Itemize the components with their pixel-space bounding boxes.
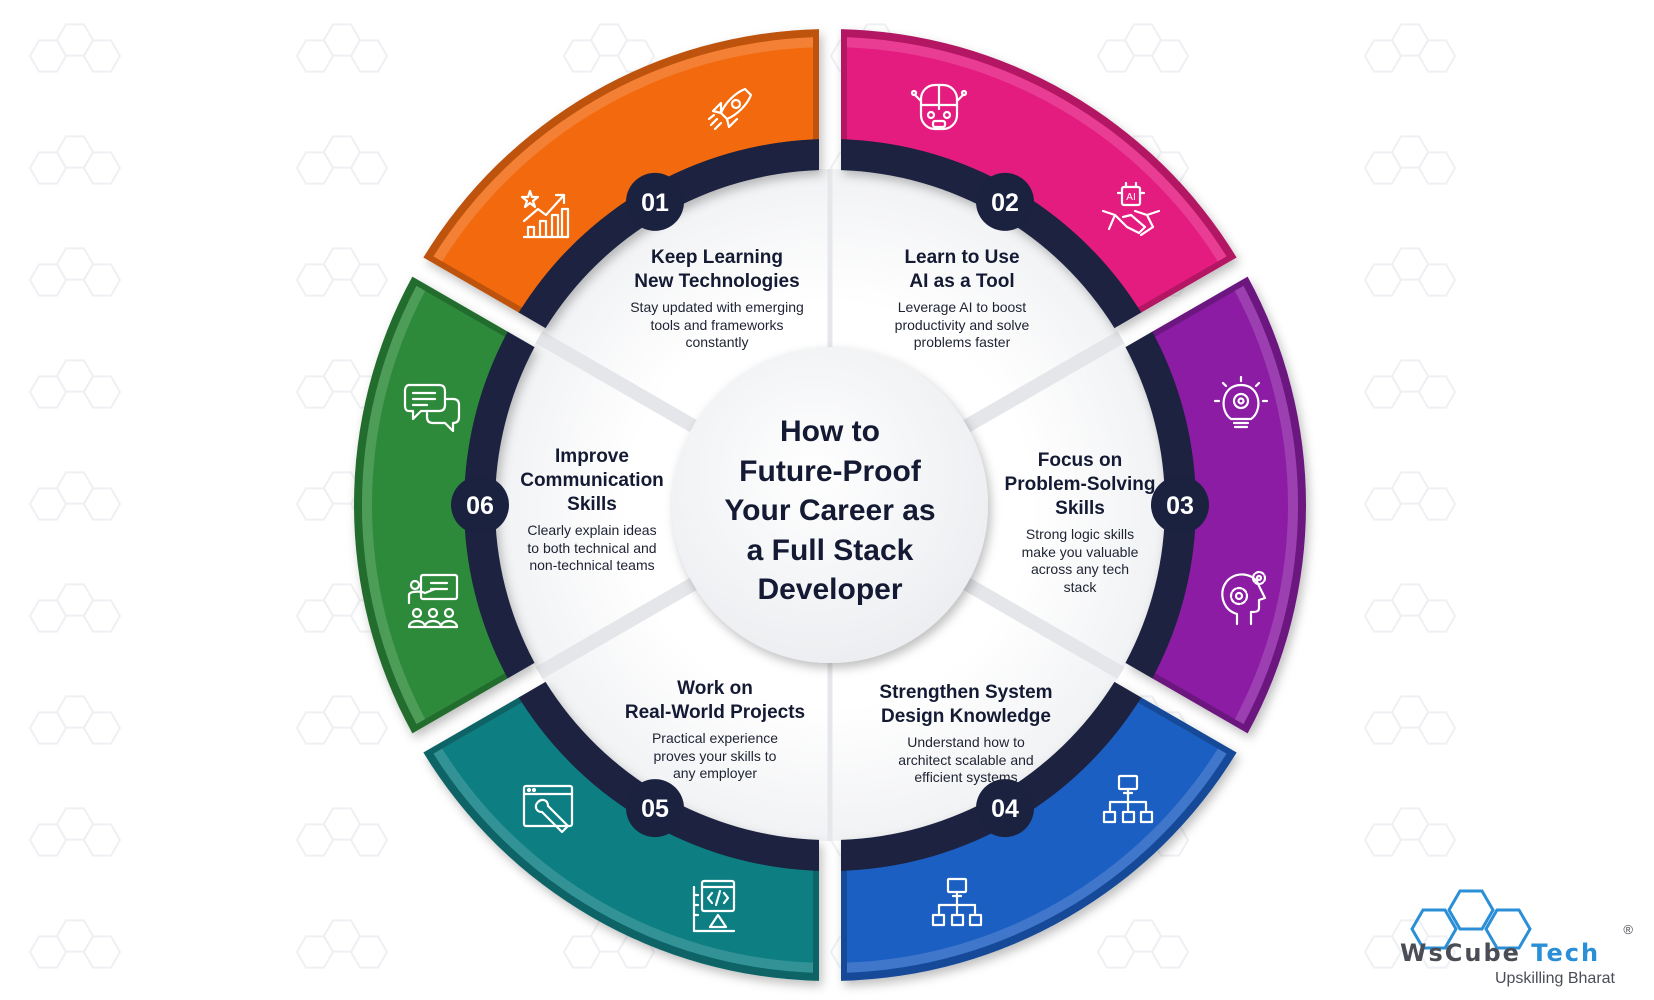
badge-number: 05	[641, 795, 669, 823]
divider-spoke	[956, 573, 1125, 680]
divider-spoke	[535, 573, 704, 680]
logo-brand: WsCube Tech	[1400, 939, 1601, 967]
divider-spoke	[535, 330, 704, 437]
color-band-face	[433, 702, 813, 973]
presentation-icon	[407, 573, 459, 629]
step-badge: 02	[976, 172, 1034, 231]
step-badge: 05	[626, 779, 684, 838]
code-window-icon	[692, 879, 736, 933]
badge-circle	[976, 172, 1034, 231]
badge-number: 06	[466, 492, 494, 520]
dark-ring-segment	[1125, 331, 1197, 679]
step-badge: 03	[1151, 476, 1209, 534]
step-badge: 01	[626, 172, 684, 231]
center-title-line: How to	[780, 415, 880, 448]
network-hierarchy-icon	[931, 877, 983, 927]
center-title-line: a Full Stack	[746, 533, 914, 567]
center-title-line: Developer	[757, 573, 903, 606]
ai-handshake-icon: AI	[1101, 181, 1161, 237]
head-gears-icon	[1221, 570, 1267, 626]
lightbulb-gear-icon	[1213, 375, 1269, 429]
badge-circle	[1151, 476, 1209, 534]
badge-circle	[626, 172, 684, 231]
robot-brain-icon	[910, 83, 968, 131]
ai-chip-label: AI	[1126, 192, 1135, 203]
segment-03	[1125, 276, 1307, 734]
logo-tagline: Upskilling Bharat	[1494, 970, 1615, 987]
dark-ring-segment	[463, 331, 535, 679]
segment-06	[353, 276, 535, 734]
step-badge: 04	[976, 779, 1034, 838]
logo-hexagons-icon	[1410, 889, 1532, 950]
badge-circle	[451, 476, 509, 534]
step-badge: 06	[451, 476, 509, 534]
badge-circle	[626, 779, 684, 838]
badge-number: 03	[1166, 492, 1194, 520]
badge-circle	[976, 779, 1034, 838]
rocket-icon	[707, 87, 753, 131]
step-badges: 01 02 03 04 05 06	[451, 172, 1209, 838]
badge-number: 02	[991, 189, 1019, 217]
wrench-window-icon	[522, 784, 574, 834]
color-band-highlight	[1234, 285, 1298, 725]
divider-spoke	[956, 330, 1125, 437]
chat-bubbles-icon	[403, 383, 461, 433]
registered-mark: ®	[1623, 922, 1633, 937]
segment-icons: AI	[403, 83, 1269, 933]
center-circle	[672, 347, 988, 663]
divider-spokes	[535, 169, 1125, 841]
color-band-face	[1155, 285, 1298, 725]
center-title: How to Future-Proof Your Career as a Ful…	[685, 412, 975, 610]
wscube-tech-logo: WsCube Tech ® Upskilling Bharat	[1395, 886, 1635, 996]
color-band-face	[361, 285, 505, 725]
color-band-highlight	[361, 285, 426, 725]
center-title-line: Future-Proof	[739, 454, 921, 488]
network-hierarchy-icon	[1102, 774, 1154, 824]
center-title-line: Your Career as	[724, 494, 936, 527]
badge-number: 04	[991, 795, 1019, 823]
growth-chart-icon	[520, 189, 570, 239]
badge-number: 01	[641, 189, 669, 217]
